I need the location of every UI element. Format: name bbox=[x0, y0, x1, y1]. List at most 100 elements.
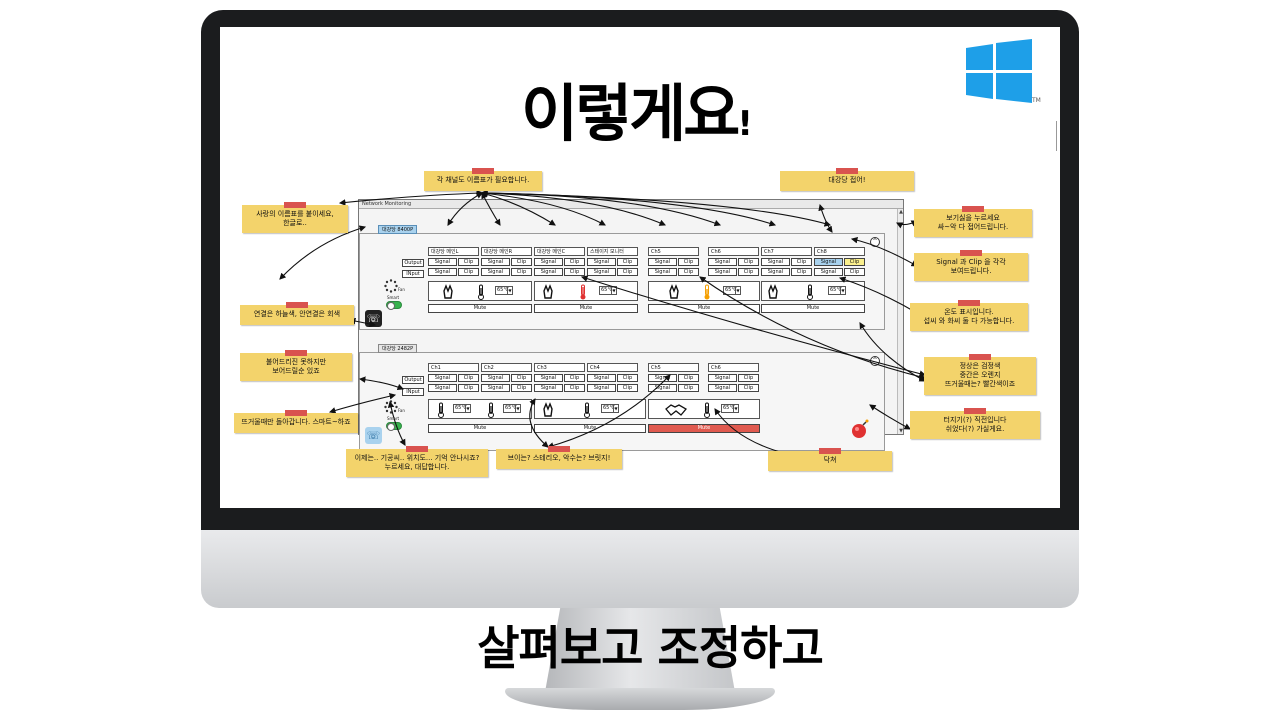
dropdown-arrow-icon[interactable]: ▼ bbox=[840, 287, 845, 294]
bridge-handshake-icon[interactable] bbox=[665, 403, 687, 417]
amp-name-badge[interactable]: 대강당 8400P bbox=[378, 225, 418, 234]
channel-name-field[interactable]: Ch4 bbox=[587, 363, 638, 372]
output-signal-indicator: Signal bbox=[587, 258, 616, 266]
scroll-down-arrow-icon[interactable]: ▼ bbox=[899, 428, 903, 434]
channel-name-field[interactable]: Ch6 bbox=[708, 363, 759, 372]
dropdown-arrow-icon[interactable]: ▼ bbox=[735, 287, 740, 294]
temperature-select[interactable]: 65℃▼ bbox=[503, 404, 521, 413]
mute-button[interactable]: Mute bbox=[428, 304, 532, 313]
channel-name-field[interactable]: 대강당 메인L bbox=[428, 247, 479, 256]
mute-button[interactable]: Mute bbox=[428, 424, 532, 433]
monitor-stand-foot bbox=[505, 688, 775, 710]
smart-fan-toggle[interactable] bbox=[386, 301, 402, 310]
control-group-2: 65℃▼ bbox=[534, 281, 638, 301]
temperature-select[interactable]: 65℃▼ bbox=[495, 286, 513, 295]
input-signal-indicator: Signal bbox=[428, 268, 457, 276]
channel-name-field[interactable]: Ch2 bbox=[481, 363, 532, 372]
output-signal-indicator: Signal bbox=[761, 258, 790, 266]
input-clip-indicator: Clip bbox=[737, 384, 759, 392]
channel-name-field[interactable]: 스테이지 모니터 bbox=[587, 247, 638, 256]
temperature-select[interactable]: 65℃▼ bbox=[601, 404, 619, 413]
thermometer-icon bbox=[478, 284, 484, 300]
output-signal-indicator: Signal bbox=[428, 374, 457, 382]
output-row-label: Output bbox=[402, 376, 424, 384]
input-signal-indicator: Signal bbox=[534, 384, 563, 392]
stereo-vu-icon[interactable] bbox=[667, 284, 683, 300]
amp-name-badge[interactable]: 대강당 2482P bbox=[378, 344, 418, 353]
scroll-up-arrow-icon[interactable]: ▲ bbox=[899, 209, 903, 215]
dropdown-arrow-icon[interactable]: ▼ bbox=[611, 287, 616, 294]
input-clip-indicator: Clip bbox=[790, 268, 812, 276]
mute-button[interactable]: Mute bbox=[648, 304, 760, 313]
control-group-3: 65℃▼ bbox=[648, 399, 760, 419]
temperature-select[interactable]: 65℃▼ bbox=[721, 404, 739, 413]
input-row-label: INput bbox=[402, 388, 424, 396]
channel-name-field[interactable]: Ch8 bbox=[814, 247, 865, 256]
input-signal-indicator: Signal bbox=[428, 384, 457, 392]
output-signal-indicator: Signal bbox=[481, 374, 510, 382]
collapse-amp-button[interactable]: ^ bbox=[870, 237, 880, 247]
dropdown-arrow-icon[interactable]: ▼ bbox=[507, 287, 512, 294]
channel-name-field[interactable]: Ch6 bbox=[708, 247, 759, 256]
smart-fan-toggle[interactable] bbox=[386, 422, 402, 431]
stereo-vu-icon[interactable] bbox=[541, 284, 557, 300]
stereo-vu-icon[interactable] bbox=[541, 402, 557, 418]
output-clip-indicator: Clip bbox=[563, 258, 585, 266]
output-signal-indicator: Signal bbox=[587, 374, 616, 382]
thermometer-hot-icon bbox=[580, 284, 586, 300]
input-clip-indicator: Clip bbox=[737, 268, 759, 276]
channel-name-field[interactable]: Ch1 bbox=[428, 363, 479, 372]
input-clip-indicator: Clip bbox=[563, 384, 585, 392]
dropdown-arrow-icon[interactable]: ▼ bbox=[613, 405, 618, 412]
temperature-select[interactable]: 65℃▼ bbox=[453, 404, 471, 413]
channel-name-field[interactable]: Ch7 bbox=[761, 247, 812, 256]
call-phone-button[interactable]: ☏ bbox=[365, 310, 382, 327]
channel-name-field[interactable]: 대강당 메인C bbox=[534, 247, 585, 256]
output-clip-indicator: Clip bbox=[510, 258, 532, 266]
channel-name-field[interactable]: Ch5 bbox=[648, 363, 699, 372]
channel-name-field[interactable]: Ch5 bbox=[648, 247, 699, 256]
mute-button[interactable]: Mute bbox=[534, 304, 638, 313]
output-clip-indicator: Clip bbox=[677, 374, 699, 382]
stereo-vu-icon[interactable] bbox=[441, 284, 457, 300]
output-signal-indicator: Signal bbox=[534, 374, 563, 382]
temperature-select[interactable]: 65℃▼ bbox=[828, 286, 846, 295]
monitor-screen: 이렇게요! TM Network Monitoring ▲ ▼ 대강당 8400… bbox=[220, 27, 1060, 508]
dropdown-arrow-icon[interactable]: ▼ bbox=[465, 405, 470, 412]
output-clip-indicator: Clip bbox=[737, 258, 759, 266]
input-clip-indicator: Clip bbox=[677, 384, 699, 392]
dropdown-arrow-icon[interactable]: ▼ bbox=[733, 405, 738, 412]
temperature-select[interactable]: 65℃▼ bbox=[723, 286, 741, 295]
note-mute: 닥쳐 bbox=[768, 448, 892, 471]
note-call: 이제는.. 기공씨.. 위치도... 기억 안나시죠?누르세요, 대답합니다. bbox=[346, 446, 488, 477]
mute-button[interactable]: Mute bbox=[761, 304, 865, 313]
vertical-scrollbar[interactable]: ▲ ▼ bbox=[897, 209, 903, 434]
control-group-1: 65℃▼ bbox=[428, 281, 532, 301]
output-clip-indicator: Clip bbox=[510, 374, 532, 382]
stereo-vu-icon[interactable] bbox=[766, 284, 782, 300]
temperature-select[interactable]: 65℃▼ bbox=[599, 286, 617, 295]
note-channel-names: 각 채널도 이름표가 필요합니다. bbox=[424, 168, 542, 191]
monitor-stand-neck bbox=[545, 608, 735, 692]
output-signal-indicator: Signal bbox=[648, 374, 677, 382]
channel-name-field[interactable]: 대강당 메인R bbox=[481, 247, 532, 256]
input-clip-indicator: Clip bbox=[457, 384, 479, 392]
note-vu-bridge: 브이는? 스테리오, 악수는? 브릿지! bbox=[496, 446, 622, 469]
mute-button[interactable]: Mute bbox=[534, 424, 646, 433]
channel-name-field[interactable]: Ch3 bbox=[534, 363, 585, 372]
dropdown-arrow-icon[interactable]: ▼ bbox=[515, 405, 520, 412]
control-group-4: 65℃▼ bbox=[761, 281, 865, 301]
collapse-amp-button[interactable]: ^ bbox=[870, 356, 880, 366]
mute-button-active[interactable]: Mute bbox=[648, 424, 760, 433]
thermometer-icon bbox=[584, 402, 590, 418]
output-clip-indicator: Clip bbox=[457, 374, 479, 382]
note-amp-name: 사랑의 이름표를 붙이세요,한글로.. bbox=[242, 202, 348, 233]
input-row-label: INput bbox=[402, 270, 424, 278]
call-phone-button[interactable]: ☏ bbox=[365, 427, 382, 444]
